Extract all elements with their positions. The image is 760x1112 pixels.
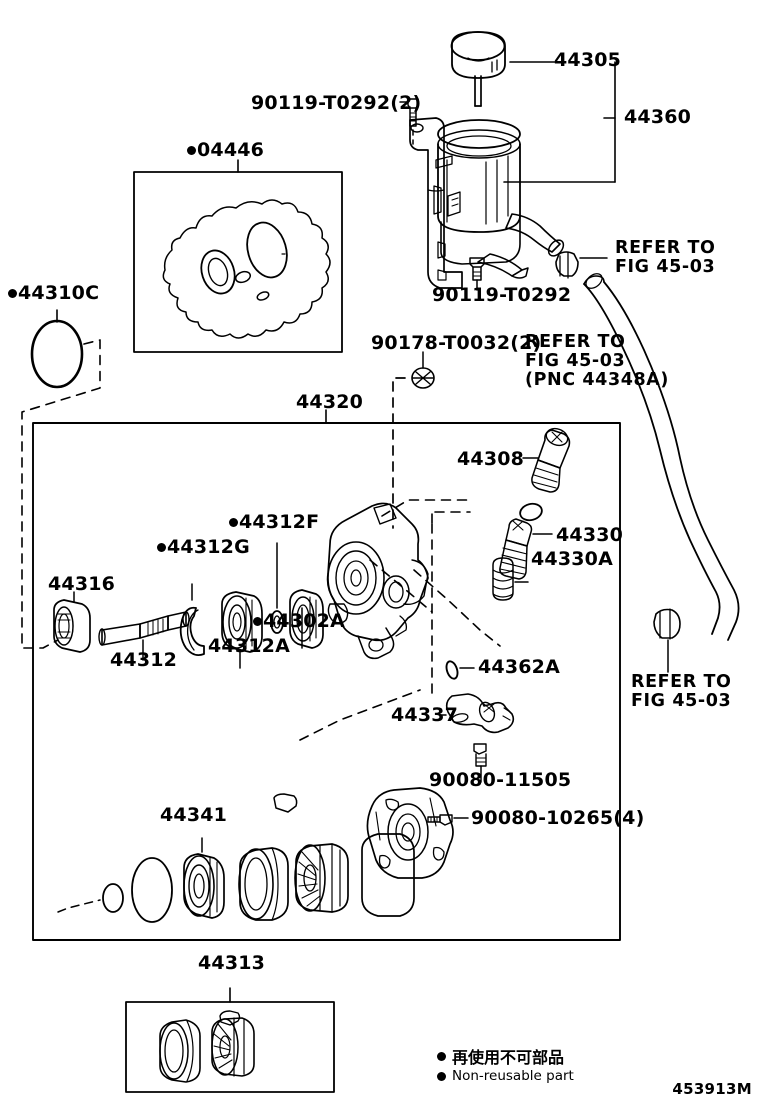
figure-code: 453913M (672, 1080, 752, 1098)
legend-english-text: Non-reusable part (452, 1068, 574, 1084)
part-44330A-spring (492, 557, 529, 601)
leader-44360 (503, 61, 616, 183)
part-44305-reservoir-cap (450, 31, 506, 107)
part-90119-T0292-upper-bolt (399, 98, 419, 145)
dashed-valve-bracket (299, 511, 471, 741)
non-reusable-marker-icon (157, 543, 166, 552)
label-90178-T0032-2: 90178-T0032(2) (371, 332, 542, 354)
label-44362A: 44362A (478, 656, 561, 678)
part-44330-control-valve (499, 518, 553, 580)
gasket-illustration (162, 199, 331, 339)
legend-non-reusable: 再使用不可部品 Non-reusable part (437, 1046, 574, 1086)
label-refer-fig4503-mid: REFER TO FIG 45-03 (PNC 44348A) (525, 332, 670, 390)
label-04446: 04446 (187, 140, 264, 160)
label-44305: 44305 (554, 49, 622, 71)
part-90178-T0032-nut (411, 351, 435, 389)
label-44337: 44337 (391, 704, 459, 726)
label-44313: 44313 (198, 952, 266, 974)
label-refer-fig4503-top: REFER TO FIG 45-03 (615, 238, 716, 277)
label-90080-10265-4: 90080-10265(4) (471, 807, 645, 829)
label-90119-T0292-2: 90119-T0292(2) (251, 92, 422, 114)
part-44341-seal (183, 837, 225, 919)
non-reusable-marker-icon (437, 1051, 446, 1061)
label-90119-T0292: 90119-T0292 (432, 284, 572, 306)
label-44302A: 44302A (253, 611, 345, 631)
part-group-rotor-assembly (102, 787, 454, 923)
part-44362A-oring (445, 660, 475, 680)
label-44312A: 44312A (208, 635, 291, 657)
part-44302A-bearing (289, 589, 324, 649)
label-44316: 44316 (48, 573, 116, 595)
box-04446 (133, 159, 343, 353)
label-44330A: 44330A (531, 548, 614, 570)
part-44310C-oring (30, 309, 84, 389)
part-cam-ring (238, 847, 289, 921)
part-rotor-vanes (294, 843, 349, 913)
dashed-link-bottom (57, 899, 101, 913)
part-mounting-bracket (409, 117, 463, 289)
part-90080-10265-bolt (427, 814, 469, 826)
part-key-plate (273, 793, 298, 813)
non-reusable-marker-icon (253, 617, 262, 626)
dashed-link-pump-valve (369, 499, 501, 647)
label-44310C: 44310C (8, 283, 99, 303)
part-44308-union-bolt (522, 427, 571, 493)
label-44360: 44360 (624, 106, 692, 128)
part-hose-clamp-lower (653, 608, 681, 673)
part-44312-drive-shaft (98, 611, 190, 661)
non-reusable-marker-icon (229, 518, 238, 527)
part-pump-housing-body (326, 502, 429, 660)
part-44316-coupling (53, 591, 91, 653)
non-reusable-marker-icon (437, 1071, 446, 1081)
part-44312A-bearing (221, 591, 263, 669)
part-44312F-oil-seal (270, 542, 284, 634)
label-44330: 44330 (556, 524, 624, 546)
part-44337-elbow (439, 693, 515, 734)
box-44320 (32, 409, 621, 941)
part-hose-clamp-upper (555, 251, 608, 279)
part-90119-T0292-lower-bolt (469, 257, 485, 291)
part-oring-small-44308 (519, 502, 543, 522)
label-44320: 44320 (296, 391, 364, 413)
box-44313 (125, 987, 335, 1093)
label-refer-fig4503-bottom: REFER TO FIG 45-03 (631, 672, 732, 711)
dashed-link-90178 (392, 377, 406, 529)
part-hose-44348A (583, 273, 740, 641)
part-44312G-snap-ring (179, 583, 205, 657)
legend-row-japanese: 再使用不可部品 (437, 1046, 574, 1067)
label-90080-11505: 90080-11505 (429, 769, 572, 791)
label-44341: 44341 (160, 804, 228, 826)
label-44312F: 44312F (229, 512, 319, 532)
label-44312: 44312 (110, 649, 178, 671)
non-reusable-marker-icon (8, 289, 17, 298)
part-44360-reservoir-tank (437, 119, 565, 279)
dashed-link-44310C (21, 339, 101, 649)
label-44312G: 44312G (157, 537, 250, 557)
part-90080-11505-bolt (473, 743, 487, 783)
part-44313-bushing-kit (159, 1010, 255, 1083)
label-44308: 44308 (457, 448, 525, 470)
legend-japanese-text: 再使用不可部品 (452, 1048, 565, 1067)
part-side-plate (361, 833, 415, 917)
part-rear-housing-cover (366, 787, 454, 879)
legend-row-english: Non-reusable part (437, 1066, 574, 1086)
non-reusable-marker-icon (187, 146, 196, 155)
